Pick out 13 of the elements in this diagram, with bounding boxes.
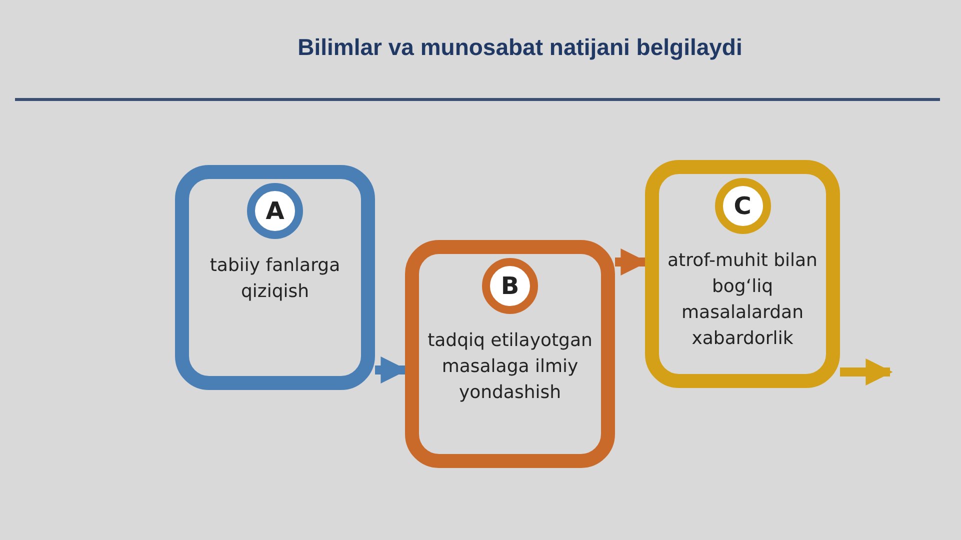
- arrow: [615, 248, 648, 276]
- letter-badge: C: [714, 178, 770, 234]
- rounded-frame: [405, 240, 615, 468]
- letter-badge: B: [482, 258, 538, 314]
- rounded-frame: [175, 165, 375, 390]
- node-text: tadqiq etilayotgan masalaga ilmiy yondashish: [427, 329, 593, 406]
- title: Bilimlar va munosabat natijani belgilaydi: [296, 34, 744, 61]
- node-text: tabiiy fanlarga qiziqish: [208, 254, 342, 304]
- letter-badge: A: [247, 183, 303, 239]
- rounded-frame: [645, 160, 840, 388]
- arrow: [375, 356, 408, 384]
- node-text: atrof-muhit bilan bog‘liq masalalardan xabardorlik: [667, 249, 818, 352]
- arrow: [840, 358, 893, 386]
